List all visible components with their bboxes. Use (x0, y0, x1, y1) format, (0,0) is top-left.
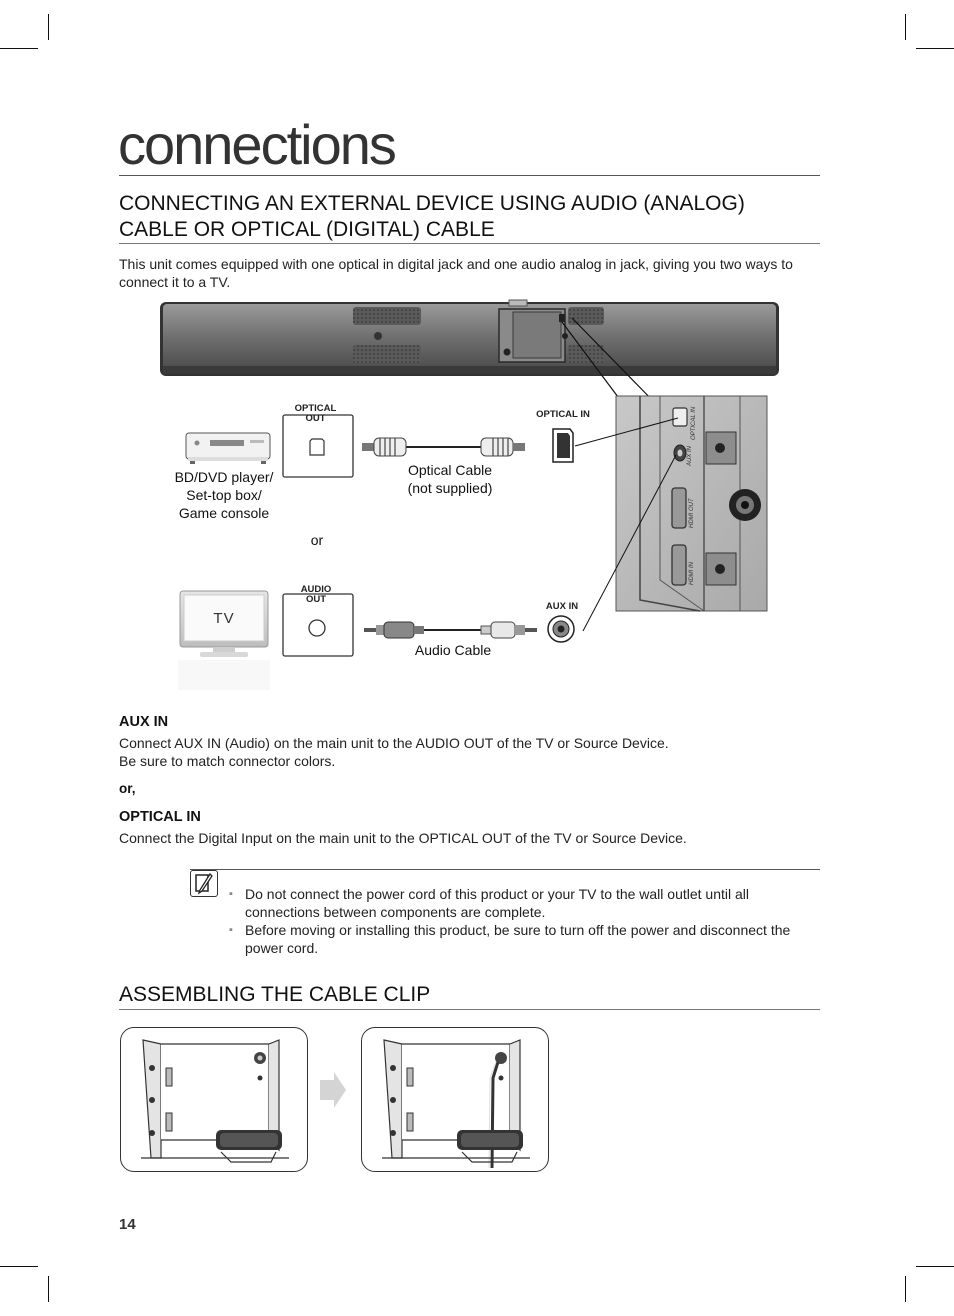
optical-out-label-line-1: OPTICAL (294, 403, 337, 414)
heading-line-1: CONNECTING AN EXTERNAL DEVICE USING AUDI… (119, 192, 745, 215)
device-label-line-2: Set-top box/ (186, 487, 262, 503)
aux-in-line-1: Connect AUX IN (Audio) on the main unit … (119, 735, 669, 751)
device-label-line-3: Game console (178, 505, 270, 521)
or-text: or, (119, 781, 136, 796)
aux-in-text: Connect AUX IN (Audio) on the main unit … (119, 734, 824, 770)
bd-player-illustration (185, 432, 271, 464)
aux-in-line-2: Be sure to match connector colors. (119, 753, 336, 769)
aux-in-heading: AUX IN (119, 714, 169, 730)
tv-label: TV (213, 610, 235, 627)
arrow-icon (320, 1072, 346, 1108)
crop-mark (0, 48, 38, 49)
note-item-2: Before moving or installing this product… (229, 921, 824, 957)
heading-connecting: CONNECTING AN EXTERNAL DEVICE USING AUDI… (119, 191, 745, 243)
crop-mark (916, 1266, 954, 1267)
cable-clip-step-2 (361, 1027, 549, 1172)
optical-in-text: Connect the Digital Input on the main un… (119, 830, 687, 846)
device-label-line-1: BD/DVD player/ (174, 469, 274, 485)
intro-text: This unit comes equipped with one optica… (119, 255, 824, 291)
or-label: or (310, 532, 324, 548)
optical-out-label: OPTICAL OUT (283, 404, 348, 424)
cable-clip-step-1 (120, 1027, 308, 1172)
panel-label-hdmi-out: HDMI OUT (689, 497, 695, 528)
note-list: Do not connect the power cord of this pr… (229, 885, 824, 957)
panel-label-optical-in: OPTICAL IN (691, 406, 697, 440)
connection-diagram: OPTICAL IN AUX IN HDMI OUT HDMI IN (160, 299, 779, 690)
soundbar-illustration (160, 299, 779, 376)
title-rule (119, 175, 820, 176)
optical-out-label-line-2: OUT (305, 413, 326, 424)
crop-mark (916, 48, 954, 49)
heading-line-2: CABLE OR OPTICAL (DIGITAL) CABLE (119, 218, 495, 241)
crop-mark (905, 14, 906, 40)
section-title: connections (118, 113, 397, 176)
heading-cable-clip: ASSEMBLING THE CABLE CLIP (119, 983, 431, 1006)
tv-illustration (178, 590, 270, 690)
optical-cable-illustration (362, 437, 525, 457)
aux-in-label: AUX IN (545, 601, 579, 612)
crop-mark (0, 1266, 38, 1267)
rear-panel-closeup: OPTICAL IN AUX IN HDMI OUT HDMI IN (615, 395, 768, 612)
note-icon (190, 870, 218, 897)
optical-cable-label-line-1: Optical Cable (407, 462, 493, 478)
crop-mark (905, 1276, 906, 1302)
panel-label-aux-in: AUX IN (687, 445, 693, 467)
audio-out-label: AUDIO OUT (286, 585, 346, 605)
optical-cable-label-line-2: (not supplied) (407, 480, 493, 496)
audio-out-label-line-2: OUT (305, 594, 327, 605)
device-label: BD/DVD player/ Set-top box/ Game console (164, 468, 284, 522)
heading-rule (119, 243, 820, 244)
note-item-1: Do not connect the power cord of this pr… (229, 885, 824, 921)
optical-in-heading: OPTICAL IN (119, 809, 201, 825)
intro-line-1: This unit comes equipped with one optica… (119, 256, 793, 272)
intro-line-2: connect it to a TV. (119, 274, 231, 290)
note-rule (190, 869, 820, 870)
optical-cable-label: Optical Cable (not supplied) (390, 461, 510, 497)
audio-out-label-line-1: AUDIO (300, 584, 332, 595)
page-number: 14 (119, 1216, 136, 1233)
audio-cable-illustration (364, 621, 537, 639)
panel-label-hdmi-in: HDMI IN (689, 561, 695, 585)
crop-mark (48, 14, 49, 40)
crop-mark (48, 1276, 49, 1302)
heading-cable-clip-rule (119, 1009, 820, 1010)
audio-cable-label: Audio Cable (414, 642, 492, 658)
optical-in-label: OPTICAL IN (536, 409, 590, 420)
